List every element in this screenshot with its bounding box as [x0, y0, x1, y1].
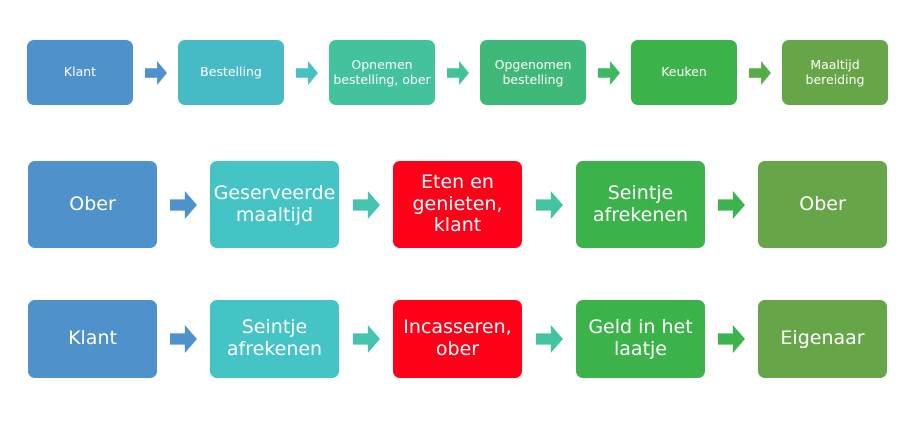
- process-step: Eten en genieten, klant: [393, 161, 522, 248]
- process-step: Keuken: [631, 40, 737, 105]
- process-step: Klant: [28, 300, 157, 378]
- process-step: Bestelling: [178, 40, 284, 105]
- process-step: Opgenomen bestelling: [480, 40, 586, 105]
- process-step: Seintje afrekenen: [210, 300, 339, 378]
- process-step: Klant: [27, 40, 133, 105]
- process-step: Incasseren, ober: [393, 300, 522, 378]
- process-step: Ober: [758, 161, 887, 248]
- process-step: Eigenaar: [758, 300, 887, 378]
- process-step: Opnemen bestelling, ober: [329, 40, 435, 105]
- process-step: Seintje afrekenen: [576, 161, 705, 248]
- process-step: Maaltijd bereiding: [782, 40, 888, 105]
- process-step: Ober: [28, 161, 157, 248]
- process-step: Geld in het laatje: [576, 300, 705, 378]
- process-step: Geserveerde maaltijd: [210, 161, 339, 248]
